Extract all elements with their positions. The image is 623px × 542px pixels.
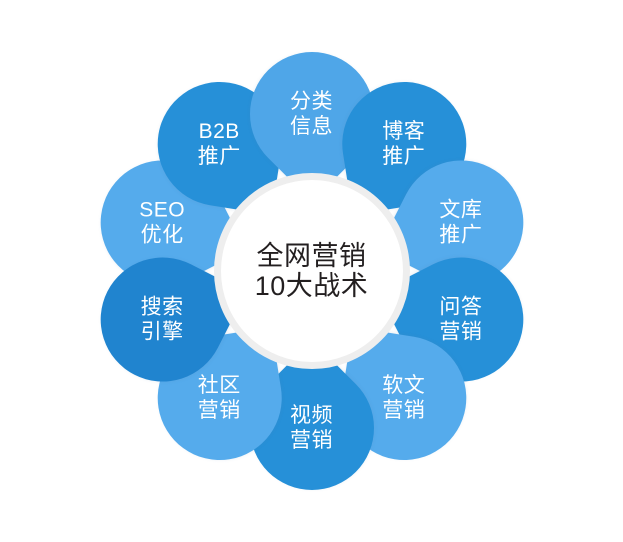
center-title-line2: 10大战术 [254,271,369,301]
center-hub: 全网营销 10大战术 [213,173,410,369]
center-title-line1: 全网营销 [256,240,367,271]
